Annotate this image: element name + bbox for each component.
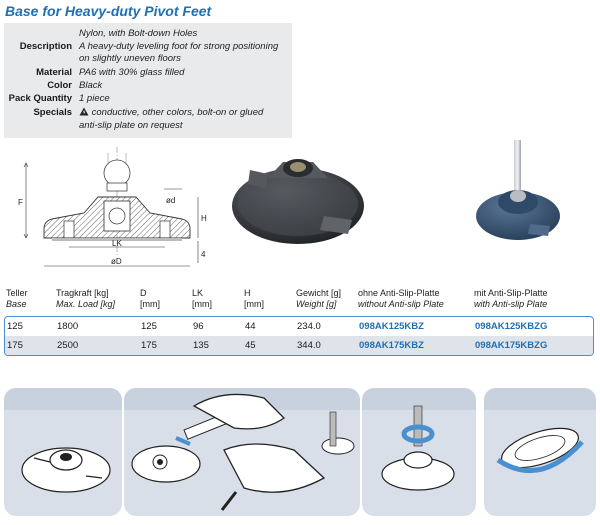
pivot-foot-photo xyxy=(476,140,560,240)
col-header-l1: Gewicht [g] xyxy=(296,288,342,298)
col-header-l1: H xyxy=(244,288,251,298)
col-header-l2: Max. Load [kg] xyxy=(56,299,116,309)
assembly-steps xyxy=(0,388,600,523)
spec-value: Black xyxy=(79,80,103,91)
cell-base: 175 xyxy=(7,340,23,351)
col-header-lk: LK[mm] xyxy=(192,288,212,310)
dim-label-f: F xyxy=(18,198,23,207)
step-insert-screw-illustration xyxy=(124,388,360,516)
spec-key: Material xyxy=(36,67,72,78)
col-header-l2: with Anti-slip Plate xyxy=(474,299,548,309)
cell-h: 45 xyxy=(245,340,256,351)
table-row: 125 1800 125 96 44 234.0 098AK125KBZ 098… xyxy=(5,317,593,336)
spec-value: on slightly uneven floors xyxy=(79,53,181,64)
col-header-l2: Base xyxy=(6,299,27,309)
cell-part-with-plate[interactable]: 098AK125KBZG xyxy=(475,321,548,332)
spec-value: conductive, other colors, bolt-on or glu… xyxy=(79,107,289,119)
cell-d: 175 xyxy=(141,340,157,351)
cell-d: 125 xyxy=(141,321,157,332)
cell-part-without-plate[interactable]: 098AK125KBZ xyxy=(359,321,424,332)
step-adjust-illustration xyxy=(362,388,476,516)
col-header-l1: LK xyxy=(192,288,204,298)
dim-label-d: ød xyxy=(166,196,175,205)
page-title: Base for Heavy-duty Pivot Feet xyxy=(5,3,212,19)
table-row: 175 2500 175 135 45 344.0 098AK175KBZ 09… xyxy=(5,336,593,355)
col-header-d: D[mm] xyxy=(140,288,160,310)
cell-h: 44 xyxy=(245,321,256,332)
base-photo xyxy=(232,159,364,244)
cell-lk: 135 xyxy=(193,340,209,351)
col-header-l2: [mm] xyxy=(192,299,212,309)
spec-key: Specials xyxy=(33,107,72,118)
product-table: 125 1800 125 96 44 234.0 098AK125KBZ 098… xyxy=(4,316,594,356)
step-anti-slip-plate-illustration xyxy=(484,388,596,516)
spec-value: 1 piece xyxy=(79,93,110,104)
cell-part-without-plate[interactable]: 098AK175KBZ xyxy=(359,340,424,351)
dim-label-h: H xyxy=(201,214,207,223)
spec-key: Color xyxy=(47,80,72,91)
technical-drawing: F H 4 ød LK øD xyxy=(18,147,207,267)
spec-value-text: conductive, other colors, bolt-on or glu… xyxy=(91,107,264,118)
cell-base: 125 xyxy=(7,321,23,332)
dim-label-4: 4 xyxy=(201,250,206,259)
spec-value: A heavy-duty leveling foot for strong po… xyxy=(79,41,279,52)
col-header-weight: Gewicht [g]Weight [g] xyxy=(296,288,341,310)
col-header-l2: Weight [g] xyxy=(296,299,337,309)
cell-weight: 344.0 xyxy=(297,340,321,351)
col-header-l1: Tragkraft [kg] xyxy=(56,288,109,298)
col-header-l1: mit Anti-Slip-Platte xyxy=(474,288,548,298)
col-header-l1: Teller xyxy=(6,288,28,298)
col-header-h: H[mm] xyxy=(244,288,264,310)
spec-key: Pack Quantity xyxy=(8,93,72,104)
spec-value: anti-slip plate on request xyxy=(79,120,183,131)
col-header-l2: [mm] xyxy=(244,299,264,309)
cell-weight: 234.0 xyxy=(297,321,321,332)
cell-max-load: 2500 xyxy=(57,340,79,351)
col-header-l1: D xyxy=(140,288,147,298)
spec-value: PA6 with 30% glass filled xyxy=(79,67,185,78)
specifications-panel: Nylon, with Bolt-down Holes Description … xyxy=(4,23,292,138)
col-header-l2: without Anti-slip Plate xyxy=(358,299,444,309)
step-base-illustration xyxy=(4,388,122,516)
cell-lk: 96 xyxy=(193,321,204,332)
cell-max-load: 1800 xyxy=(57,321,79,332)
col-header-l1: ohne Anti-Slip-Platte xyxy=(358,288,440,298)
dim-label-outer-d: øD xyxy=(111,257,122,266)
col-header-max-load: Tragkraft [kg]Max. Load [kg] xyxy=(56,288,115,310)
cell-part-with-plate[interactable]: 098AK175KBZG xyxy=(475,340,548,351)
conductive-icon xyxy=(79,107,89,116)
dim-label-lk: LK xyxy=(112,239,122,248)
col-header-l2: [mm] xyxy=(140,299,160,309)
spec-value: Nylon, with Bolt-down Holes xyxy=(79,28,198,39)
spec-key: Description xyxy=(19,41,72,52)
